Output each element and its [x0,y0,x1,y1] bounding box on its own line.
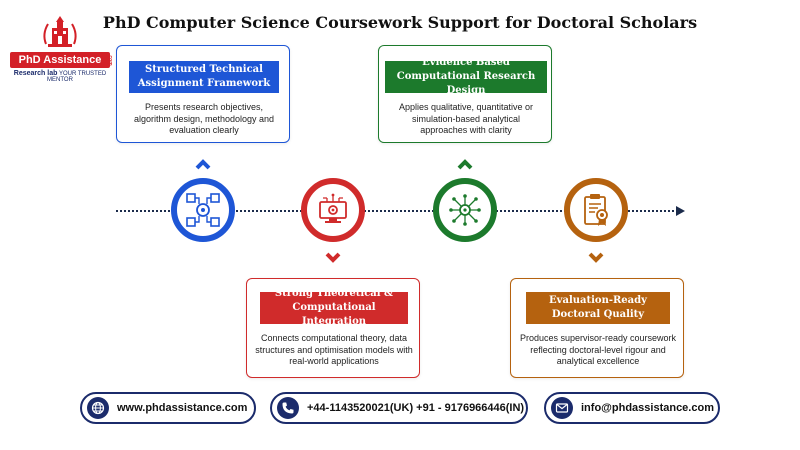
step-2-body: Connects computational theory, data stru… [255,333,413,366]
email-text: info@phdassistance.com [581,402,714,414]
phone-icon [277,397,299,419]
castle-emblem-icon [43,16,77,47]
step-2-chevron-down-icon [325,252,341,263]
logo-sub-tag: YOUR TRUSTED MENTOR [47,71,107,83]
logo-subtitle: Research lab YOUR TRUSTED MENTOR [10,70,110,83]
logo-side-text: .com [107,54,113,66]
network-hub-icon [449,194,481,226]
globe-icon [87,397,109,419]
timeline-line [116,210,678,212]
email-link[interactable]: info@phdassistance.com [544,392,720,424]
page-title: PhD Computer Science Coursework Support … [102,13,698,32]
mail-icon [551,397,573,419]
step-4-card: Evaluation-Ready Doctoral Quality Produc… [510,278,684,378]
step-4-node [564,178,628,242]
phone-text: +44-1143520021(UK) +91 - 9176966446(IN) [307,402,525,414]
workflow-diagram-icon [186,193,220,227]
step-1-node [171,178,235,242]
step-1-chevron-up-icon [195,159,211,170]
logo: PhD Assistance Research lab YOUR TRUSTED… [10,14,113,83]
step-3-heading: Evidence Based Computational Research De… [385,57,547,96]
website-link[interactable]: www.phdassistance.com [80,392,256,424]
step-3-card: Evidence Based Computational Research De… [378,45,552,143]
timeline-arrow-icon [676,206,685,216]
step-2-card: Strong Theoretical & Computational Integ… [246,278,420,378]
step-4-body: Produces supervisor-ready coursework ref… [519,333,677,366]
step-2-heading: Strong Theoretical & Computational Integ… [260,288,408,327]
step-4-heading: Evaluation-Ready Doctoral Quality [526,292,670,324]
logo-name: PhD Assistance [10,52,110,68]
logo-sub-bold: Research lab [13,70,58,77]
website-text: www.phdassistance.com [117,402,248,414]
computer-gear-icon [319,193,347,223]
step-3-chevron-up-icon [457,159,473,170]
step-1-card: Structured Technical Assignment Framewor… [116,45,290,143]
step-4-chevron-down-icon [588,252,604,263]
step-2-node [301,178,365,242]
step-1-heading: Structured Technical Assignment Framewor… [129,61,279,93]
step-3-body: Applies qualitative, quantitative or sim… [398,102,534,135]
phone-link[interactable]: +44-1143520021(UK) +91 - 9176966446(IN) [270,392,528,424]
step-3-node [433,178,497,242]
certificate-clipboard-icon [584,194,608,226]
step-1-body: Presents research objectives, algorithm … [133,102,275,135]
